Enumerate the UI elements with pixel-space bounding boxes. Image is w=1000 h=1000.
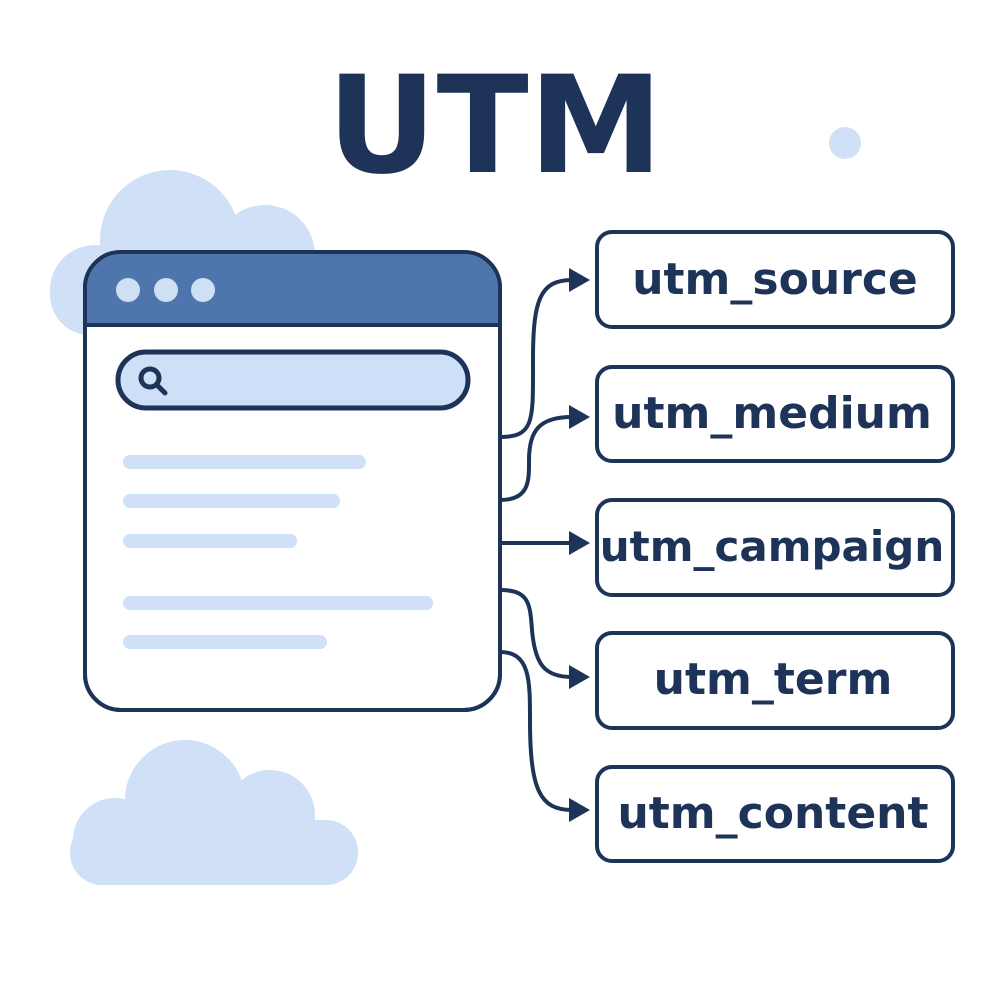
param-label: utm_content [617,788,928,839]
param-box-utm-medium: utm_medium [595,365,955,463]
arrowhead-icons [569,268,590,822]
param-label: utm_campaign [600,522,945,571]
page-title: UTM [327,47,663,204]
param-box-utm-campaign: utm_campaign [595,498,955,597]
param-box-utm-content: utm_content [595,765,955,863]
search-bar[interactable] [115,349,471,411]
param-label: utm_source [632,254,918,305]
window-dots-icon [116,278,215,302]
browser-header [87,254,498,325]
search-icon [138,366,168,396]
param-label: utm_medium [612,388,932,439]
connector-arrows [499,278,573,812]
param-box-utm-term: utm_term [595,631,955,730]
cloud-icon-bottom [70,740,358,885]
content-placeholder-lines [123,455,433,649]
decorative-dot [829,127,861,159]
browser-window [83,250,502,712]
param-box-utm-source: utm_source [595,230,955,329]
param-label: utm_term [654,654,893,705]
